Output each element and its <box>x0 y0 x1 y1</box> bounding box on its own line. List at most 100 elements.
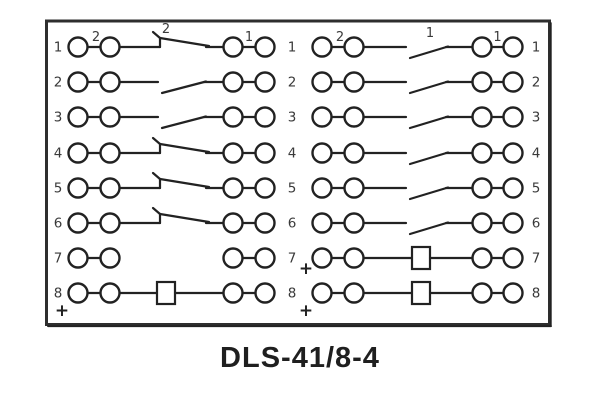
terminal-circle <box>311 177 333 199</box>
terminal-circle <box>222 282 244 304</box>
pair-left-label: 2 <box>92 30 100 45</box>
contact-no-blade <box>408 221 450 236</box>
row-number-right-4: 4 <box>532 146 541 162</box>
terminal-circle <box>343 177 365 199</box>
row-number-middle-8: 8 <box>288 286 297 302</box>
row-number-left-4: 4 <box>54 146 63 162</box>
terminal-circle <box>99 36 121 58</box>
contact-nc-tip <box>151 136 162 146</box>
pair-left-label: 2 <box>336 30 344 45</box>
terminal-circle <box>222 177 244 199</box>
row-number-right-6: 6 <box>532 216 541 232</box>
contact-no-blade <box>408 80 450 95</box>
contact-nc-tip <box>151 206 162 216</box>
terminal-circle <box>67 142 89 164</box>
row-number-left-8: 8 <box>54 286 63 302</box>
terminal-circle <box>471 282 493 304</box>
row-number-right-5: 5 <box>532 181 541 197</box>
terminal-circle <box>67 36 89 58</box>
terminal-circle <box>471 212 493 234</box>
row-number-middle-2: 2 <box>288 75 297 91</box>
terminal-circle <box>502 71 524 93</box>
contact-nc-tip <box>151 30 162 40</box>
terminal-circle <box>99 106 121 128</box>
terminal-circle <box>222 71 244 93</box>
terminal-circle <box>67 282 89 304</box>
terminal-circle <box>311 212 333 234</box>
plus-mark: + <box>299 259 313 279</box>
terminal-circle <box>343 212 365 234</box>
right-contact-block-row-6 <box>311 212 524 236</box>
switch-label: 2 <box>162 22 170 37</box>
row-number-right-2: 2 <box>532 75 541 91</box>
terminal-circle <box>502 247 524 269</box>
terminal-circle <box>343 71 365 93</box>
terminal-circle <box>254 106 276 128</box>
row-number-right-1: 1 <box>532 40 541 56</box>
row-number-left-1: 1 <box>54 40 63 56</box>
terminal-circle <box>311 247 333 269</box>
contact-nc-blade <box>158 212 211 224</box>
coil <box>410 280 432 306</box>
terminal-circle <box>99 177 121 199</box>
coil <box>155 280 177 306</box>
pair-right-label: 1 <box>245 30 253 45</box>
terminal-circle <box>471 142 493 164</box>
terminal-circle <box>254 282 276 304</box>
terminal-circle <box>343 142 365 164</box>
terminal-circle <box>67 106 89 128</box>
terminal-circle <box>471 71 493 93</box>
terminal-circle <box>502 36 524 58</box>
terminal-circle <box>311 282 333 304</box>
row-number-right-8: 8 <box>532 286 541 302</box>
contact-no-blade <box>408 151 450 166</box>
row-number-middle-6: 6 <box>288 216 297 232</box>
terminal-circle <box>343 282 365 304</box>
contact-nc-blade <box>158 36 211 48</box>
pair-right-label: 1 <box>493 30 501 45</box>
terminal-circle <box>67 212 89 234</box>
terminal-circle <box>502 106 524 128</box>
right-contact-block-row-8: + <box>299 280 524 321</box>
contact-nc-blade <box>158 142 211 154</box>
terminal-circle <box>222 142 244 164</box>
terminal-circle <box>343 247 365 269</box>
terminal-circle <box>67 247 89 269</box>
terminal-circle <box>99 282 121 304</box>
contact-no-blade <box>408 115 450 130</box>
terminal-circle <box>502 142 524 164</box>
terminal-circle <box>67 177 89 199</box>
row-number-middle-7: 7 <box>288 251 297 267</box>
right-contact-block-row-3 <box>311 106 524 130</box>
left-contact-block-row-4 <box>67 136 276 164</box>
coil <box>410 245 432 271</box>
left-contact-block-row-1: 2 2 1 <box>67 22 276 58</box>
terminal-circle <box>471 177 493 199</box>
terminal-circle <box>343 106 365 128</box>
terminal-circle <box>311 106 333 128</box>
contact-no-blade <box>160 115 208 130</box>
contact-no-blade <box>408 186 450 201</box>
terminal-circle <box>343 36 365 58</box>
terminal-circle <box>254 177 276 199</box>
terminal-circle <box>502 177 524 199</box>
row-number-left-5: 5 <box>54 181 63 197</box>
terminal-circle <box>502 212 524 234</box>
row-number-left-2: 2 <box>54 75 63 91</box>
row-number-right-7: 7 <box>532 251 541 267</box>
right-contact-block-row-5 <box>311 177 524 201</box>
left-contact-block-row-8: + <box>55 280 276 321</box>
right-contact-block-row-2 <box>311 71 524 95</box>
row-number-left-3: 3 <box>54 110 63 126</box>
left-contact-block-row-2 <box>67 71 276 95</box>
terminal-circle <box>222 106 244 128</box>
left-contact-block-row-3 <box>67 106 276 130</box>
left-contact-block-row-7 <box>67 247 276 269</box>
terminal-circle <box>254 36 276 58</box>
right-contact-block-row-4 <box>311 142 524 166</box>
terminal-circle <box>254 247 276 269</box>
terminal-circle <box>311 71 333 93</box>
terminal-circle <box>311 142 333 164</box>
